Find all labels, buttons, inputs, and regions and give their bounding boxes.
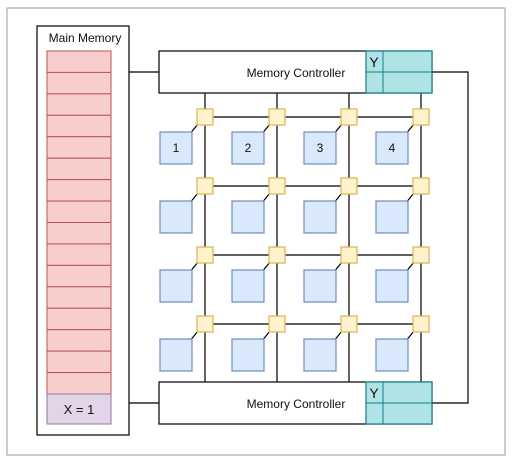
memory-cell — [46, 179, 112, 202]
memory-cells — [46, 50, 112, 395]
router — [196, 108, 214, 126]
memory-cell — [46, 136, 112, 159]
router — [268, 246, 286, 264]
main-memory-title: Main Memory — [49, 31, 122, 45]
memory-cell — [46, 329, 112, 352]
main-memory: Main Memory X = 1 — [36, 25, 130, 436]
core-label: 3 — [317, 141, 324, 155]
memory-cell — [46, 200, 112, 223]
router — [412, 246, 430, 264]
bottom-cache-label: Y — [369, 385, 379, 401]
core-label: 1 — [173, 141, 180, 155]
core — [231, 338, 265, 372]
bottom-controller-label: Memory Controller — [247, 397, 346, 411]
mesh-interconnect — [204, 93, 422, 382]
bottom-controller-cache — [365, 381, 433, 425]
top-memory-controller: Memory Controller Y — [158, 50, 433, 94]
core — [231, 200, 265, 234]
core — [159, 131, 193, 165]
core — [375, 338, 409, 372]
router — [340, 246, 358, 264]
memory-cell — [46, 286, 112, 309]
core — [303, 200, 337, 234]
memory-cell — [46, 71, 112, 95]
core — [303, 131, 337, 165]
core — [303, 269, 337, 303]
core — [231, 131, 265, 165]
memory-cell — [46, 264, 112, 288]
router — [340, 177, 358, 195]
bottom-memory-controller: Memory Controller Y — [158, 381, 433, 425]
router — [196, 246, 214, 264]
core — [375, 200, 409, 234]
core — [159, 200, 193, 234]
router — [268, 177, 286, 195]
memory-cell — [46, 93, 112, 116]
core — [231, 269, 265, 303]
core-label: 2 — [245, 141, 252, 155]
memory-cell — [46, 114, 112, 138]
memory-highlighted-cell — [46, 393, 112, 425]
core — [303, 338, 337, 372]
top-controller-cache — [365, 50, 433, 94]
memory-cell — [46, 50, 112, 73]
memory-cell — [46, 372, 112, 395]
top-controller-label: Memory Controller — [247, 66, 346, 80]
top-cache-label: Y — [369, 54, 379, 70]
memory-highlighted-cell-label: X = 1 — [64, 402, 95, 417]
memory-cell — [46, 350, 112, 374]
memory-cell — [46, 307, 112, 331]
core — [375, 131, 409, 165]
router — [196, 315, 214, 333]
router — [340, 315, 358, 333]
mesh-nodes: 1 2 3 4 — [159, 108, 430, 372]
core — [159, 338, 193, 372]
router — [412, 108, 430, 126]
memory-cell — [46, 243, 112, 266]
router — [340, 108, 358, 126]
router — [268, 108, 286, 126]
router — [196, 177, 214, 195]
router — [268, 315, 286, 333]
controller-loop-line — [432, 71, 469, 404]
core-label: 4 — [389, 141, 396, 155]
router — [412, 315, 430, 333]
memory-cell — [46, 157, 112, 181]
router — [412, 177, 430, 195]
core — [159, 269, 193, 303]
core — [375, 269, 409, 303]
memory-cell — [46, 222, 112, 245]
